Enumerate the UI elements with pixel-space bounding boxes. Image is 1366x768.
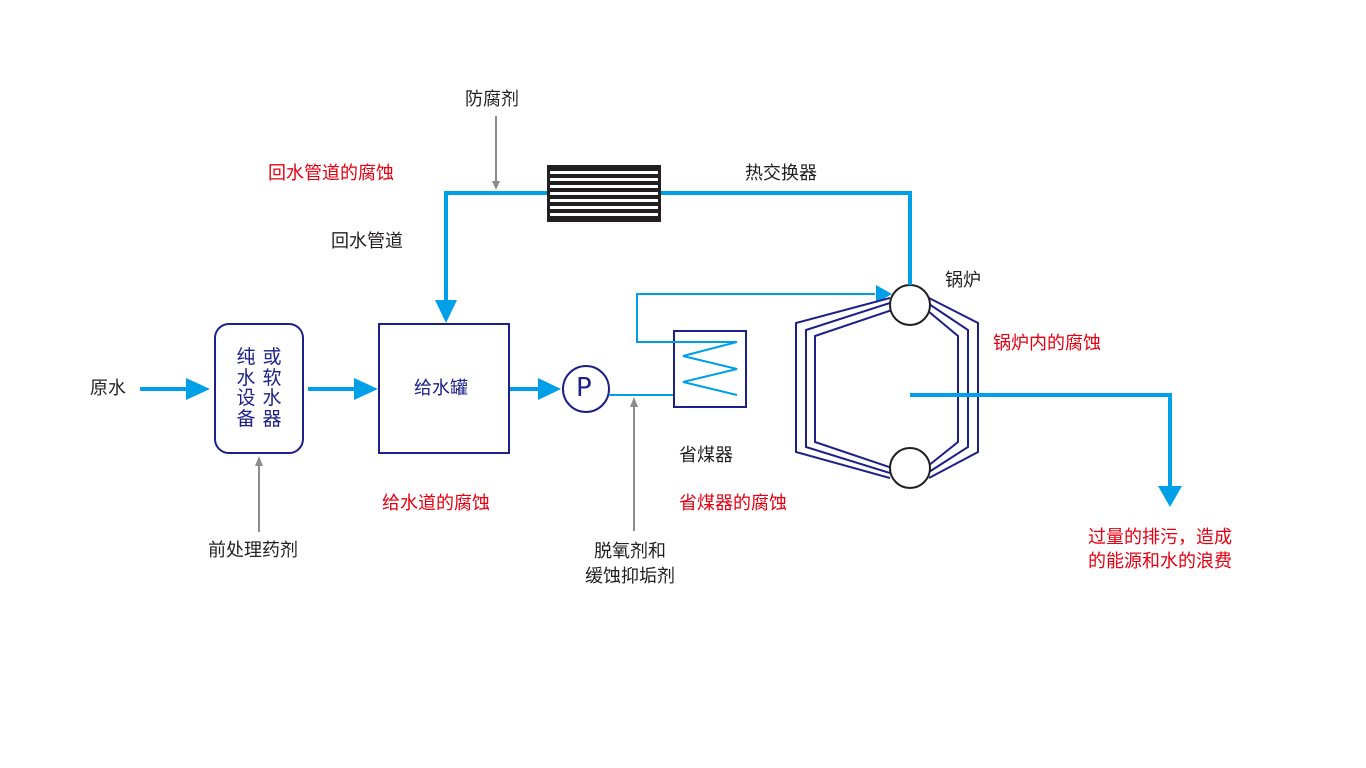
heat-exchanger: [547, 165, 661, 222]
flow-blowdown: [910, 393, 1172, 488]
dosing-arrowhead-pretreatment: [255, 456, 263, 466]
boiler-label: 锅炉: [945, 270, 981, 291]
pump-label: P: [576, 373, 592, 403]
softener-label-col2: 或软水器: [262, 346, 282, 430]
boiler-tubes: [795, 297, 979, 479]
boiler-mud-drum: [889, 447, 931, 489]
economizer-coil: [682, 341, 738, 396]
deoxidizer-label-line1: 脱氧剂和: [594, 541, 666, 562]
heat-exchanger-label: 热交换器: [745, 163, 817, 184]
economizer-label: 省煤器: [679, 445, 733, 466]
flow-steam-return-loop: [444, 191, 912, 302]
dosing-arrowhead-anticorrosive: [492, 181, 500, 190]
softener-label-col1: 纯水设备: [236, 346, 256, 430]
deoxidizer-label-line2: 缓蚀抑垢剂: [585, 566, 675, 587]
pump-circle: [562, 365, 610, 413]
boiler-corrosion-label: 锅炉内的腐蚀: [993, 333, 1101, 354]
feed-line-corrosion-label: 给水道的腐蚀: [382, 493, 490, 514]
arrowhead-raw-to-softener: [186, 378, 210, 400]
blowdown-waste-label-line2: 的能源和水的浪费: [1088, 551, 1232, 572]
flow-economizer-to-boiler: [636, 293, 875, 343]
return-pipe-corrosion-label: 回水管道的腐蚀: [268, 163, 394, 184]
softener-box: [214, 323, 304, 454]
arrowhead-blowdown: [1158, 486, 1182, 507]
return-pipe-label: 回水管道: [331, 231, 403, 252]
pretreatment-chemical-label: 前处理药剂: [208, 540, 298, 561]
anticorrosive-chemical-label: 防腐剂: [465, 89, 519, 110]
arrowhead-softener-to-tank: [354, 378, 378, 400]
arrowhead-economizer-to-boiler: [876, 285, 892, 303]
economizer-corrosion-label: 省煤器的腐蚀: [679, 493, 787, 514]
feed-tank-label: 给水罐: [414, 378, 468, 399]
boiler-steam-drum: [889, 284, 931, 326]
raw-water-label: 原水: [90, 378, 126, 399]
blowdown-waste-label-line1: 过量的排污，造成: [1088, 527, 1232, 548]
arrowhead-return-to-tank: [435, 300, 457, 323]
dosing-arrowhead-deoxidizer: [630, 397, 638, 407]
feed-tank-box: [378, 323, 510, 454]
arrowhead-tank-to-pump: [538, 378, 561, 400]
